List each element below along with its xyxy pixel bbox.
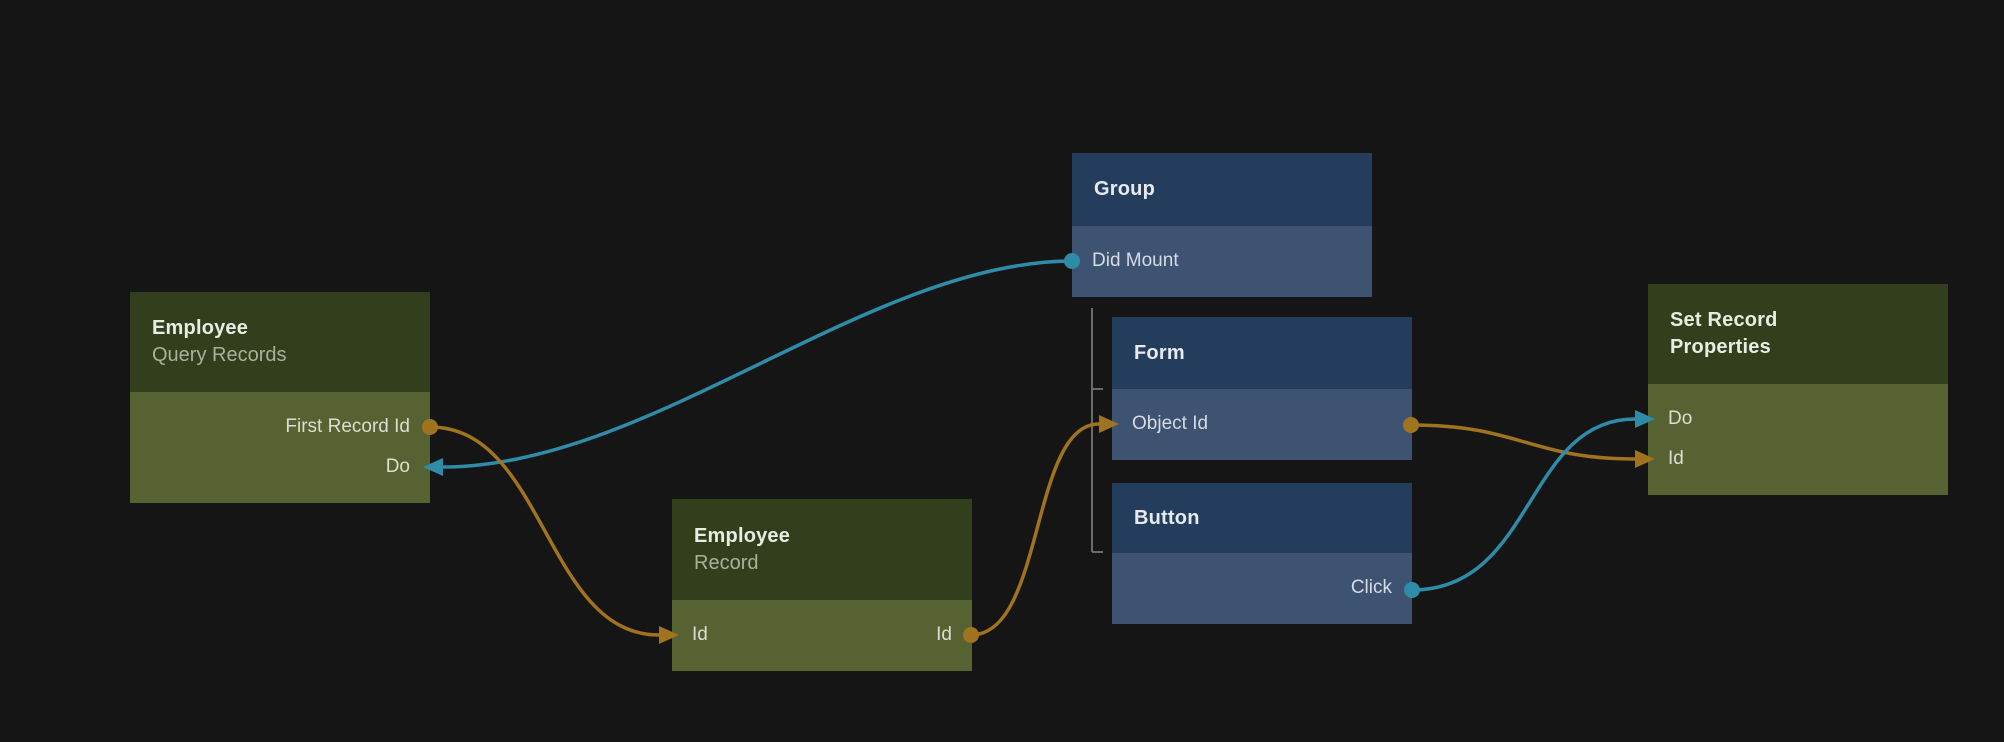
node-form[interactable]: Form Object Id <box>1112 317 1412 460</box>
port-row-id: Id Id <box>672 615 972 655</box>
port-label: Do <box>385 456 410 477</box>
node-header: Form <box>1112 317 1412 389</box>
port-do[interactable]: Do <box>130 447 430 487</box>
port-label: Did Mount <box>1092 250 1179 271</box>
port-label: Click <box>1350 577 1392 598</box>
node-title-line1: Set Record <box>1670 309 1778 331</box>
node-title: Employee <box>152 317 249 339</box>
group-children-connector <box>1091 308 1103 553</box>
node-body: Click <box>1112 553 1412 624</box>
connection-click-to-do[interactable] <box>1410 417 1637 592</box>
node-employee-query-records[interactable]: Employee Query Records First Record Id D… <box>130 292 430 503</box>
node-subtitle: Record <box>694 551 759 574</box>
node-body: Object Id <box>1112 389 1412 460</box>
port-do[interactable]: Do <box>1648 399 1948 439</box>
port-label: Id <box>1668 448 1684 469</box>
node-title: Form <box>1134 341 1185 364</box>
port-object-id[interactable]: Object Id <box>1112 404 1412 444</box>
port-did-mount[interactable]: Did Mount <box>1072 241 1372 281</box>
node-subtitle: Query Records <box>152 344 287 366</box>
node-header: Employee Record <box>672 499 972 600</box>
node-title: Group <box>1094 178 1155 200</box>
node-header: Group <box>1072 153 1372 226</box>
port-id[interactable]: Id <box>1648 439 1948 479</box>
port-label: Do <box>1668 408 1693 429</box>
node-header: Employee Query Records <box>130 292 430 392</box>
port-label: First Record Id <box>285 416 410 437</box>
node-title-line2: Properties <box>1670 336 1771 358</box>
node-button[interactable]: Button Click <box>1112 483 1412 624</box>
node-title: Button <box>1134 506 1200 529</box>
node-title: Employee <box>694 524 791 547</box>
connection-didmount-to-do[interactable] <box>441 259 1074 469</box>
port-first-record-id[interactable]: First Record Id <box>130 407 430 447</box>
port-id-input[interactable]: Id <box>692 624 708 645</box>
port-id-output[interactable]: Id <box>936 624 952 645</box>
node-body: Did Mount <box>1072 226 1372 297</box>
port-click[interactable]: Click <box>1112 568 1412 608</box>
node-body: First Record Id Do <box>130 392 430 503</box>
node-employee-record[interactable]: Employee Record Id Id <box>672 499 972 671</box>
node-header: Set Record Properties <box>1648 284 1948 384</box>
connection-objectid-to-id[interactable] <box>1409 423 1637 461</box>
port-label: Object Id <box>1132 413 1209 434</box>
node-body: Do Id <box>1648 384 1948 495</box>
node-group[interactable]: Group Did Mount <box>1072 153 1372 297</box>
node-set-record-properties[interactable]: Set Record Properties Do Id <box>1648 284 1948 495</box>
connection-firstrecordid-to-id[interactable] <box>428 425 661 637</box>
node-header: Button <box>1112 483 1412 553</box>
node-body: Id Id <box>672 600 972 671</box>
connection-id-to-objectid[interactable] <box>969 422 1101 637</box>
